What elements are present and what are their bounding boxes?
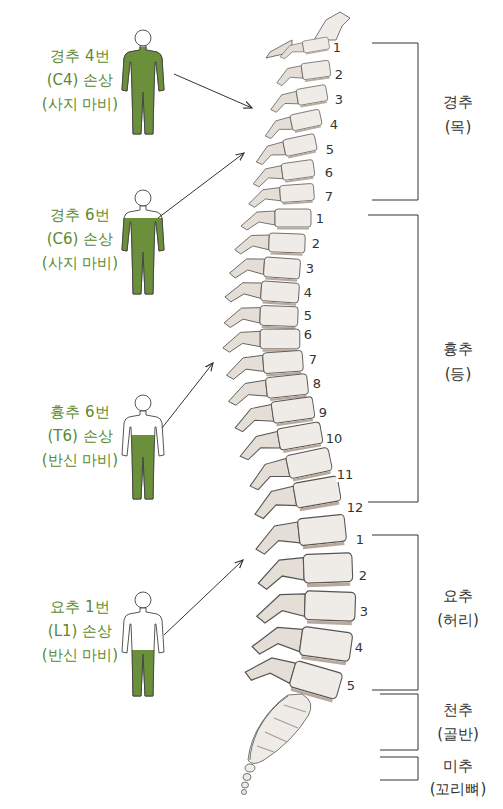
vertebra-number: 5: [303, 309, 313, 324]
vertebra-number: 3: [334, 93, 344, 108]
vertebra-number: 1: [315, 212, 325, 227]
vertebra-number: 11: [336, 468, 355, 483]
region-label: (허리): [437, 612, 479, 629]
vertebra-number: 2: [334, 68, 344, 83]
body-figure: [122, 592, 164, 696]
vertebra-number: 2: [311, 237, 321, 252]
injury-label: (C4) 손상: [47, 72, 114, 89]
vertebra-number: 5: [346, 679, 356, 694]
injury-label: (T6) 손상: [47, 428, 112, 445]
vertebra-number: 3: [305, 262, 315, 277]
region-label: (골반): [437, 726, 479, 743]
vertebra-number: 5: [325, 143, 335, 158]
vertebra-number: 4: [329, 118, 339, 133]
injury-label: (L1) 손상: [48, 623, 112, 640]
vertebra-number: 8: [312, 377, 322, 392]
region-label: 요추: [443, 588, 473, 605]
region-label: (꼬리뼈): [430, 781, 487, 798]
region-label: 경추: [443, 94, 473, 111]
vertebra-number: 7: [324, 190, 334, 205]
body-figure: [122, 30, 164, 134]
vertebra-number: 12: [346, 501, 365, 516]
vertebra-number: 6: [324, 166, 334, 181]
vertebra-number: 6: [303, 328, 313, 343]
region-label: 천추: [443, 702, 473, 719]
vertebra-number: 4: [354, 641, 364, 656]
injury-label: 경추 4번: [50, 48, 109, 65]
injury-label: (반신 마비): [42, 647, 118, 664]
vertebra-number: 1: [355, 533, 365, 548]
spine: [223, 12, 356, 795]
pointer-arrows: [158, 74, 252, 635]
vertebra-number: 2: [358, 569, 368, 584]
injury-label: (사지 마비): [42, 255, 118, 272]
vertebra-number: 7: [308, 353, 318, 368]
vertebra-number: 4: [303, 286, 313, 301]
vertebra-number: 10: [325, 432, 344, 447]
body-figure: [122, 190, 164, 294]
vertebra-number: 3: [359, 605, 369, 620]
region-label: 미추: [443, 758, 473, 775]
injury-label: 흉추 6번: [50, 404, 109, 421]
region-label: 흉추: [443, 341, 473, 358]
region-brackets: [368, 43, 418, 780]
vertebra-number: 1: [332, 41, 342, 56]
vertebra-number: 9: [318, 406, 328, 421]
region-label: (목): [445, 119, 472, 136]
injury-label: (반신 마비): [42, 452, 118, 469]
injury-label: (C6) 손상: [47, 231, 114, 248]
body-figure: [122, 395, 164, 499]
injury-label: 경추 6번: [50, 207, 109, 224]
injury-label: (사지 마비): [42, 96, 118, 113]
injury-label: 요추 1번: [50, 599, 109, 616]
region-label: (등): [445, 366, 472, 383]
